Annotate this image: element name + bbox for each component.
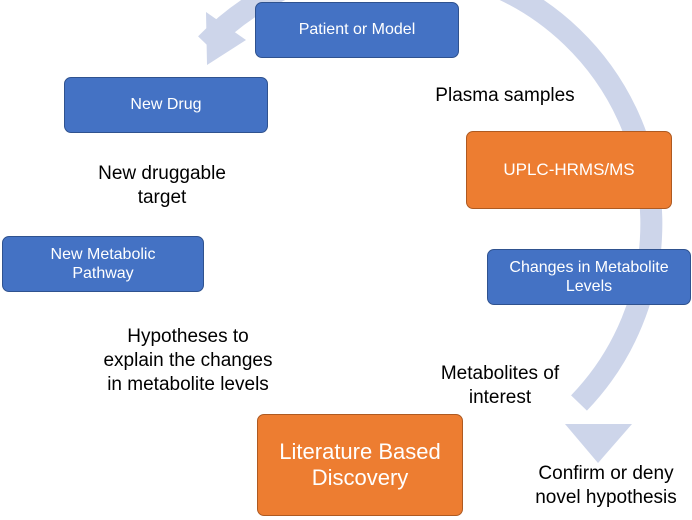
node-literature-based-discovery: Literature Based Discovery (257, 414, 463, 516)
node-uplc-hrms-ms: UPLC-HRMS/MS (466, 131, 672, 209)
cycle-arrowhead-bottom-right (565, 424, 632, 463)
node-uplc-hrms-ms-label: UPLC-HRMS/MS (503, 159, 635, 179)
node-literature-based-discovery-label: Literature Based Discovery (279, 438, 441, 490)
node-patient-or-model: Patient or Model (255, 2, 459, 58)
node-patient-or-model-label: Patient or Model (298, 21, 416, 39)
edge-label-hypotheses: Hypotheses to explain the changes in met… (103, 326, 273, 395)
node-new-drug: New Drug (64, 77, 268, 133)
edge-label-plasma-samples: Plasma samples (435, 85, 575, 106)
edge-label-metabolites-of-interest: Metabolites of interest (440, 363, 560, 408)
edge-label-confirm-or-deny: Confirm or deny novel hypothesis (535, 463, 677, 508)
cycle-arrowhead-top (206, 12, 246, 65)
node-new-drug-label: New Drug (130, 96, 202, 114)
node-new-metabolic-pathway: New Metabolic Pathway (2, 236, 204, 292)
node-new-metabolic-pathway-label: New Metabolic Pathway (50, 245, 156, 282)
node-changes-in-metabolite-levels-label: Changes in Metabolite Levels (509, 258, 669, 295)
node-changes-in-metabolite-levels: Changes in Metabolite Levels (487, 249, 691, 305)
edge-label-new-druggable-target: New druggable target (98, 163, 226, 208)
